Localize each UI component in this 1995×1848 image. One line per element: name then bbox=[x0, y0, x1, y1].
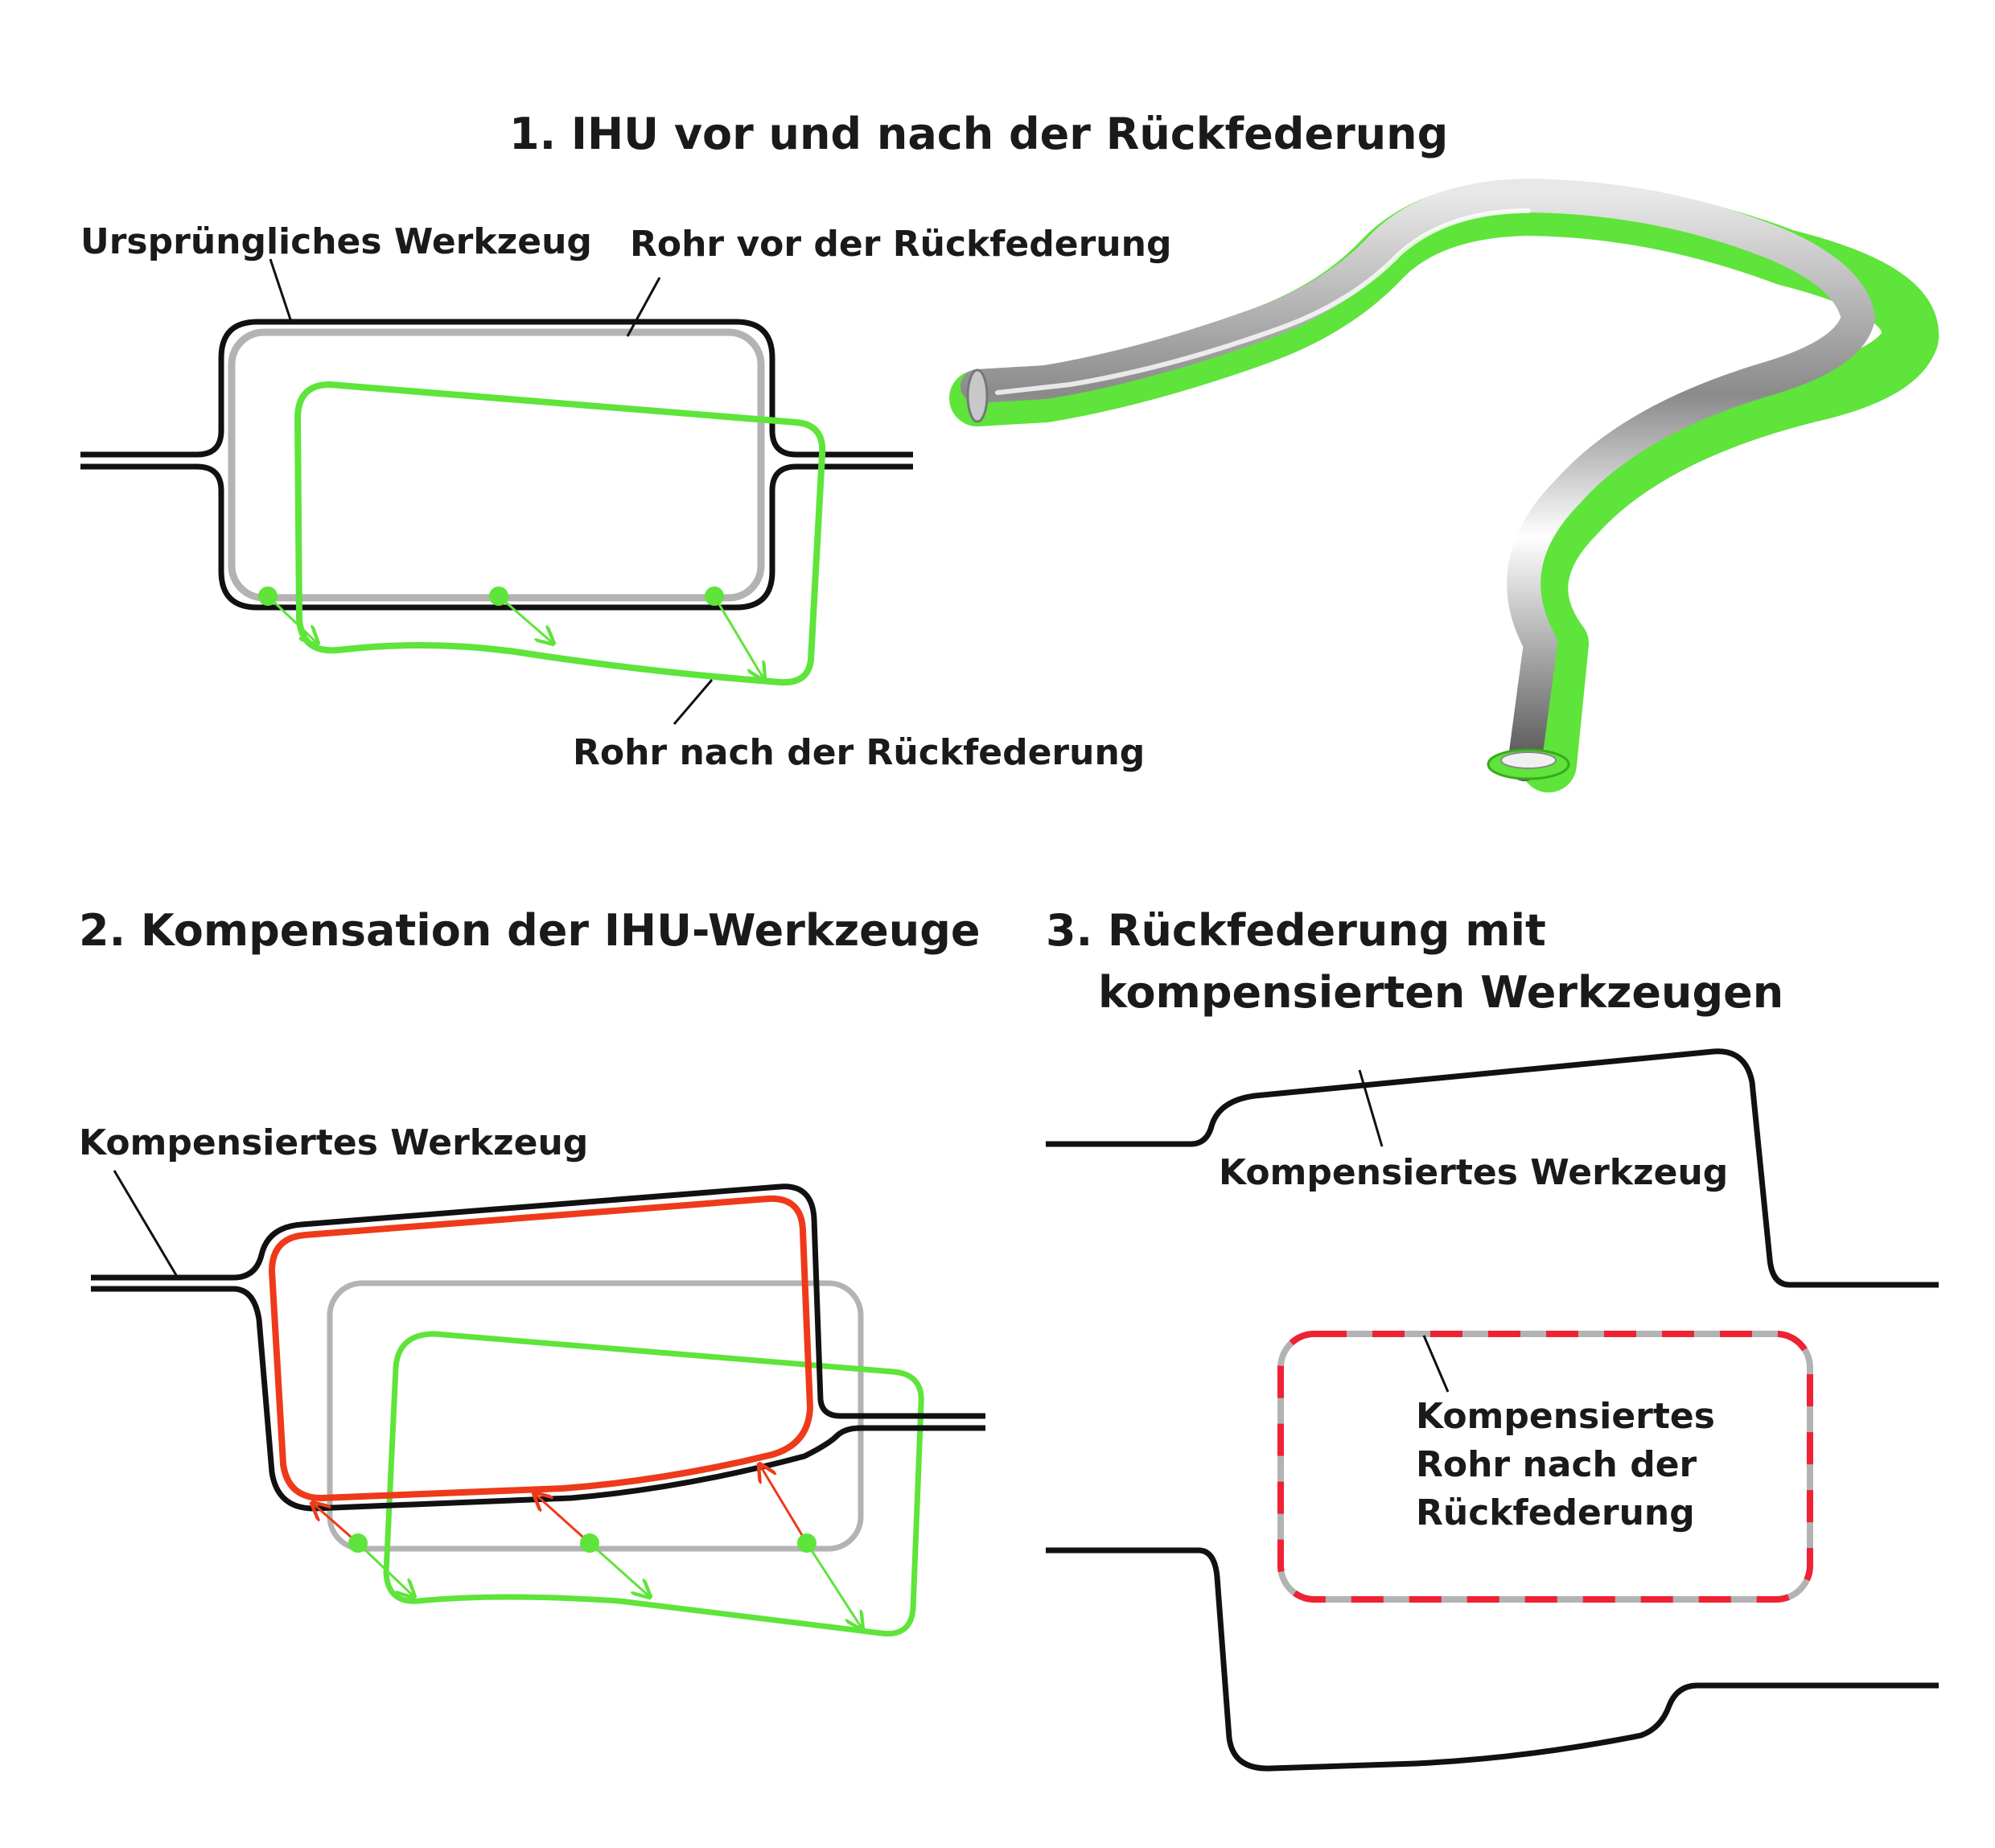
compensated-tool-lower bbox=[1046, 1547, 1939, 1772]
springback-points bbox=[258, 587, 724, 606]
label-tube-s3-line1: Kompensiertes bbox=[1416, 1396, 1715, 1437]
section-3-title-line1: 3. Rückfederung mit bbox=[1046, 905, 1546, 956]
compensated-tool-outline bbox=[91, 1183, 985, 1512]
section-2: 2. Kompensation der IHU-Werkzeuge Kompen… bbox=[79, 905, 985, 1637]
label-tube-s3-line2: Rohr nach der bbox=[1416, 1444, 1697, 1485]
leader-compensated-tool-s2 bbox=[113, 1170, 180, 1280]
section-3-title-line2: kompensierten Werkzeugen bbox=[1098, 967, 1783, 1018]
section-1-title: 1. IHU vor und nach der Rückfederung bbox=[509, 109, 1448, 159]
section-3: 3. Rückfederung mit kompensierten Werkze… bbox=[1046, 905, 1939, 1772]
compensated-tool-upper bbox=[1046, 1048, 1939, 1288]
compensation-arrows bbox=[312, 1464, 808, 1545]
label-original-tool: Ursprüngliches Werkzeug bbox=[80, 221, 592, 262]
tube-after-springback bbox=[294, 381, 826, 686]
section-1: 1. IHU vor und nach der Rückfederung U bbox=[80, 109, 1939, 792]
label-tube-before: Rohr vor der Rückfederung bbox=[630, 224, 1171, 265]
label-tube-s3-line3: Rückfederung bbox=[1416, 1492, 1695, 1533]
compensated-tube-outline bbox=[269, 1195, 813, 1501]
springback-arrows-s2 bbox=[356, 1541, 862, 1629]
tube-springback-result bbox=[383, 1331, 924, 1637]
leader-compensated-tool-s3 bbox=[1358, 1069, 1384, 1147]
tube-3d-illustration bbox=[949, 179, 1939, 792]
tube-before-springback bbox=[228, 328, 765, 602]
label-compensated-tool-s3: Kompensiertes Werkzeug bbox=[1219, 1152, 1728, 1193]
leader-compensated-tube-s3 bbox=[1422, 1335, 1450, 1393]
label-tube-after: Rohr nach der Rückfederung bbox=[573, 732, 1145, 773]
section-1-leaders bbox=[269, 258, 714, 725]
original-tool-outline bbox=[80, 319, 913, 611]
reference-points-s2 bbox=[348, 1533, 817, 1553]
compensated-tube-result-dashes bbox=[1277, 1331, 1813, 1603]
section-2-title: 2. Kompensation der IHU-Werkzeuge bbox=[79, 905, 981, 956]
original-tube-reference bbox=[327, 1280, 864, 1552]
springback-arrows bbox=[266, 595, 764, 680]
label-compensated-tool-s2: Kompensiertes Werkzeug bbox=[79, 1122, 588, 1163]
